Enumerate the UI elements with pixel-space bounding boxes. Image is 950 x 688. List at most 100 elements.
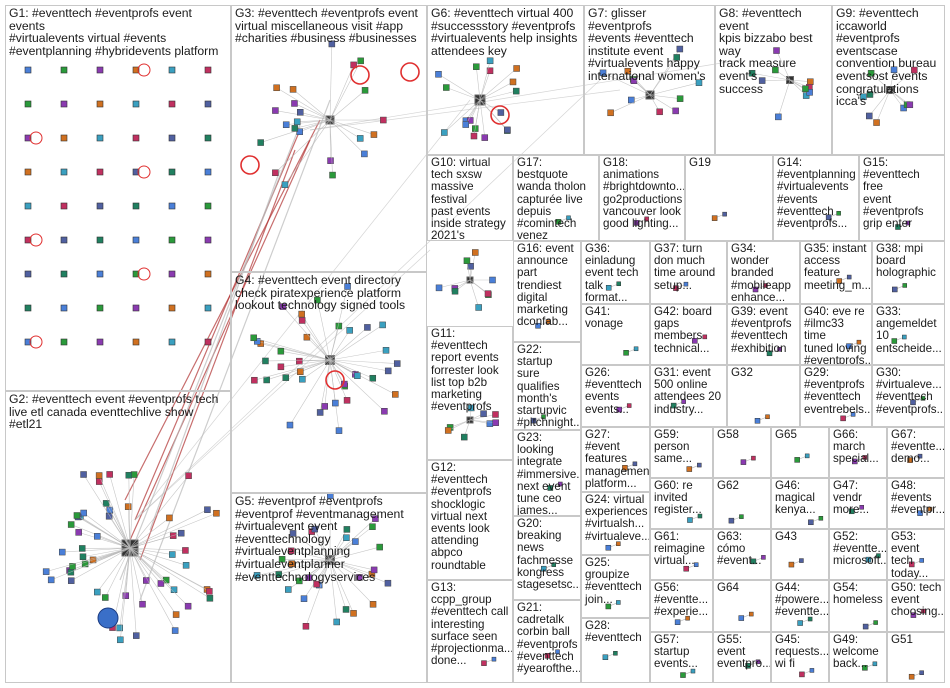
cluster-label: G20: breaking news fachmesse kongress st… (517, 518, 578, 591)
cluster-label: G67: #eventte... demo... (891, 429, 942, 466)
cluster-group-g11: G11: #eventtech report events forrester … (427, 326, 513, 460)
cluster-group-g29: G29: #eventprofs #eventtech eventrebels.… (800, 365, 872, 427)
cluster-label: G33: angemeldet 10 entscheide... (876, 306, 942, 355)
cluster-label: G64 (717, 582, 768, 594)
cluster-group-g43: G43 (771, 529, 829, 580)
cluster-label: G22: startup sure qualifies month's star… (517, 344, 578, 429)
cluster-group-g42: G42: board gaps members technical... (650, 304, 727, 365)
cluster-group-g58: G58 (713, 427, 771, 478)
cluster-label: G58 (717, 429, 768, 441)
cluster-group-g14: G14: #eventplanning #virtualevents #even… (773, 155, 859, 241)
cluster-label: G38: mpi board holographic (876, 243, 942, 280)
cluster-label: G2: #eventtech event #eventprofs tech li… (9, 393, 228, 431)
cluster-label: G13: ccpp_group #eventtech call interest… (431, 582, 510, 667)
cluster-label: G42: board gaps members technical... (654, 306, 724, 355)
cluster-label: G8: #eventtech event kpis bizzabo best w… (719, 7, 829, 95)
cluster-label: G30: #virtualeve... #eventtech #eventpro… (876, 367, 942, 416)
cluster-label: G9: #eventtech iccaworld #eventprofs eve… (836, 7, 942, 108)
cluster-group-g27: G27: #event features management platform… (581, 427, 650, 492)
cluster-label: G40: eve re #ilmc33 time tuned loving #e… (804, 306, 869, 365)
cluster-group-g55: G55: event eventpro... (713, 632, 771, 683)
cluster-label: G27: #event features management platform… (585, 429, 647, 490)
cluster-group-g7: G7: glisser #eventprofs #events #eventte… (584, 5, 715, 155)
cluster-label: G19 (689, 157, 770, 169)
cluster-group-g12: G12: #eventtech #eventprofs shocklogic v… (427, 460, 513, 580)
cluster-group-g23: G23: looking integrate #immersive... nex… (513, 430, 581, 516)
cluster-group-g66: G66: march special... (829, 427, 887, 478)
node (472, 249, 478, 255)
node (436, 285, 442, 291)
cluster-group-g53: G53: event tech today... (887, 529, 945, 580)
cluster-label: G63: cómo #event... (717, 531, 768, 568)
cluster-label: G35: instant access feature meeting_m... (804, 243, 869, 292)
cluster-label: G36: einladung event tech talk format... (585, 243, 647, 304)
cluster-group-g38: G38: mpi board holographic (872, 241, 945, 304)
cluster-group-g56: G56: #eventte... #experie... (650, 580, 713, 632)
cluster-group-g62: G62 (713, 478, 771, 529)
cluster-label: G15: #eventtech free event #eventprofs g… (863, 157, 942, 230)
cluster-group-g6: G6: #eventtech virtual 400 #successstory… (427, 5, 584, 155)
cluster-group-g49: G49: welcome back... (829, 632, 887, 683)
cluster-group-g13: G13: ccpp_group #eventtech call interest… (427, 580, 513, 683)
cluster-label: G28: #eventtech (585, 620, 647, 644)
cluster-group-g32: G32 (727, 365, 800, 427)
cluster-group-g17: G17: bestquote wanda tholon capturée liv… (513, 155, 599, 241)
cluster-label: G60: re invited register... (654, 480, 710, 517)
cluster-group-g61: G61: reimagine virtual... (650, 529, 713, 580)
cluster-label: G66: march special... (833, 429, 884, 466)
cluster-label: G45: requests... wi fi (775, 634, 826, 671)
cluster-group-g48: G48: #events #eventpr... (887, 478, 945, 529)
cluster-group-g46: G46: magical kenya... (771, 478, 829, 529)
cluster-label: G48: #events #eventpr... (891, 480, 942, 517)
cluster-group-g20: G20: breaking news fachmesse kongress st… (513, 516, 581, 600)
cluster-label: G44: #powere... #eventte... (775, 582, 826, 619)
node (476, 304, 482, 310)
cluster-label: G46: magical kenya... (775, 480, 826, 517)
cluster-label: G17: bestquote wanda tholon capturée liv… (517, 157, 596, 241)
cluster-label: G23: looking integrate #immersive... nex… (517, 432, 578, 516)
cluster-group-g35: G35: instant access feature meeting_m... (800, 241, 872, 304)
cluster-label: G1: #eventtech #eventprofs event events … (9, 7, 228, 57)
cluster-group-g50: G50: tech event choosing... (887, 580, 945, 632)
cluster-group-g67: G67: #eventte... demo... (887, 427, 945, 478)
cluster-group-g60: G60: re invited register... (650, 478, 713, 529)
cluster-group-g34: G34: wonder branded #mobileapp enhance..… (727, 241, 800, 304)
cluster-group-g16: G16: event announce part trendiest digit… (513, 241, 581, 342)
cluster-group-g10: G10: virtual tech sxsw massive festival … (427, 155, 513, 241)
cluster-label: G34: wonder branded #mobileapp enhance..… (731, 243, 797, 304)
node (489, 277, 495, 283)
cluster-label: G52: #eventte... microsoft... (833, 531, 884, 568)
cluster-group-g9: G9: #eventtech iccaworld #eventprofs eve… (832, 5, 945, 155)
cluster-label: G6: #eventtech virtual 400 #successstory… (431, 7, 581, 57)
cluster-group-g65: G65 (771, 427, 829, 478)
cluster-group-g31: G31: event 500 online attendees 20 indus… (650, 365, 727, 427)
cluster-group-g18: G18: animations #brightdownto... go2prod… (599, 155, 685, 241)
node (468, 263, 474, 269)
node (485, 291, 491, 297)
cluster-label: G11: #eventtech report events forrester … (431, 328, 510, 413)
cluster-label: G65 (775, 429, 826, 441)
cluster-label: G53: event tech today... (891, 531, 942, 580)
cluster-group-g57: G57: startup events... (650, 632, 713, 683)
cluster-label: G25: groupize #eventtech join... (585, 557, 647, 606)
cluster-label: G21: cadretalk corbin ball #eventprofs #… (517, 602, 578, 675)
cluster-group-g40: G40: eve re #ilmc33 time tuned loving #e… (800, 304, 872, 365)
cluster-group-g25: G25: groupize #eventtech join... (581, 555, 650, 618)
cluster-group-g41: G41: vonage (581, 304, 650, 365)
cluster-label: G26: #eventtech events events... (585, 367, 647, 416)
cluster-label: G14: #eventplanning #virtualevents #even… (777, 157, 856, 230)
cluster-group-g21: G21: cadretalk corbin ball #eventprofs #… (513, 600, 581, 683)
cluster-group-g1: G1: #eventtech #eventprofs event events … (5, 5, 231, 391)
cluster-label: G32 (731, 367, 797, 379)
cluster-group-g24: G24: virtual experiences #virtualsh... #… (581, 492, 650, 555)
node (452, 288, 458, 294)
cluster-group-g4: G4: #eventtech event directory check pir… (231, 272, 427, 493)
edge (470, 280, 479, 307)
cluster-group-g64: G64 (713, 580, 771, 632)
cluster-label: G55: event eventpro... (717, 634, 768, 671)
cluster-label: G16: event announce part trendiest digit… (517, 243, 578, 328)
cluster-label: G29: #eventprofs #eventtech eventrebels.… (804, 367, 869, 416)
cluster-group-g15: G15: #eventtech free event #eventprofs g… (859, 155, 945, 241)
cluster-group-g37: G37: turn don much time around setup... (650, 241, 727, 304)
